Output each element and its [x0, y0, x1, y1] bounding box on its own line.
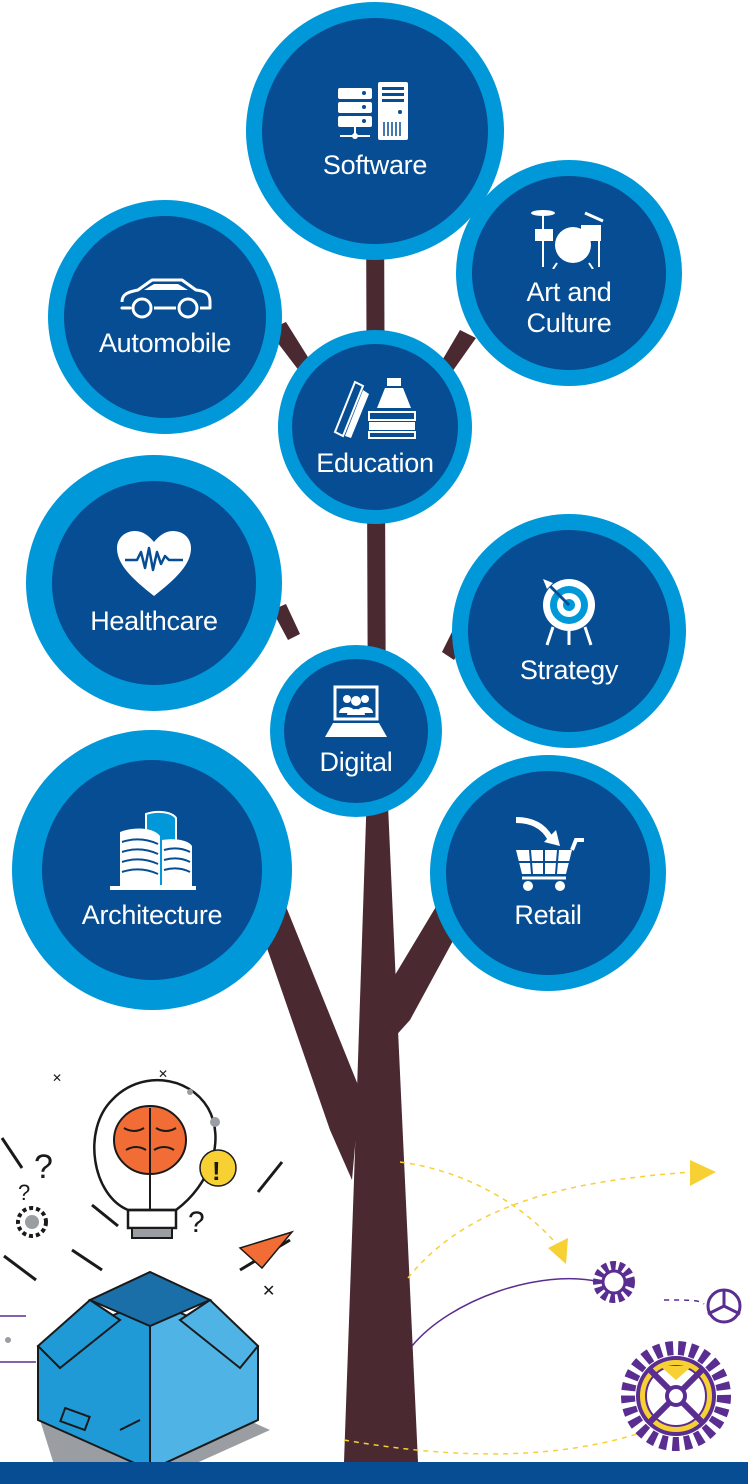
- svg-text:✕: ✕: [158, 1067, 168, 1081]
- arrow-triangle-1: [548, 1238, 568, 1264]
- shopping-cart-icon: [515, 816, 584, 891]
- node-label: Software: [322, 149, 428, 180]
- node-automobile: Automobile: [48, 200, 282, 434]
- node-education: Education: [278, 330, 472, 524]
- arrow-triangle-2: [690, 1160, 716, 1186]
- node-software: Software: [246, 2, 504, 260]
- heartbeat-icon: [117, 530, 191, 596]
- node-label: Digital: [319, 746, 393, 777]
- node-label: Retail: [514, 899, 582, 930]
- exclamation-mark: !: [212, 1156, 221, 1186]
- node-healthcare: Healthcare: [26, 455, 282, 711]
- node-retail: Retail: [430, 755, 666, 991]
- question-mark-1: ?: [34, 1148, 53, 1186]
- gears-illustration: [593, 1261, 742, 1451]
- node-architecture: Architecture: [12, 730, 292, 1010]
- idea-box-illustration: ✕ ✕ ✕: [0, 1067, 295, 1484]
- node-digital: Digital: [270, 645, 442, 817]
- footer-bar: [0, 1462, 748, 1484]
- node-label: Automobile: [98, 327, 232, 358]
- server-icon: [338, 81, 408, 140]
- car-icon: [120, 278, 212, 318]
- node-label: Strategy: [519, 654, 619, 685]
- target-icon: [543, 578, 595, 645]
- svg-text:✕: ✕: [52, 1071, 62, 1085]
- node-art-and-culture: Art and Culture: [456, 160, 682, 386]
- books-icon: [333, 377, 416, 439]
- node-label: Architecture: [81, 899, 223, 930]
- video-conference-icon: [325, 685, 387, 737]
- node-label: Education: [316, 447, 434, 478]
- svg-text:✕: ✕: [262, 1283, 275, 1300]
- node-label: Art and Culture: [526, 277, 612, 338]
- building-icon: [110, 810, 196, 890]
- drum-kit-icon: [531, 210, 604, 269]
- question-mark-3: ?: [188, 1206, 205, 1239]
- question-mark-2: ?: [18, 1180, 30, 1205]
- node-label: Healthcare: [90, 605, 218, 636]
- node-strategy: Strategy: [452, 514, 686, 748]
- dashed-paths: [343, 1161, 705, 1455]
